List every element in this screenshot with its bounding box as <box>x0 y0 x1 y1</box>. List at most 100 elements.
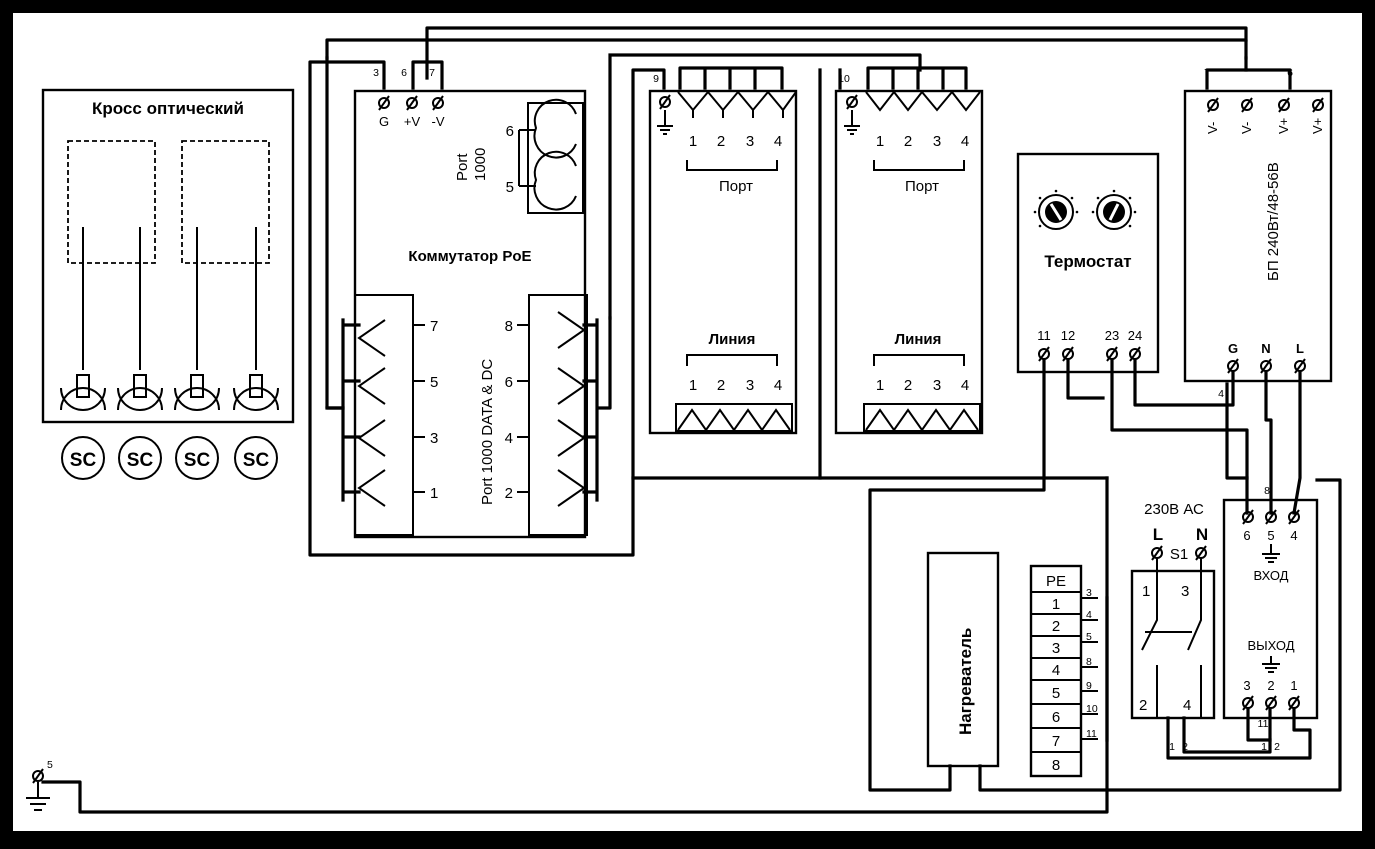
svg-text:ВХОД: ВХОД <box>1254 568 1289 583</box>
port-1000-label-number: 1000 <box>472 148 489 181</box>
breaker-s1: 230В АС L N S1 1 3 2 4 1 2 <box>1130 501 1216 753</box>
svg-text:1: 1 <box>876 133 884 150</box>
svg-text:24: 24 <box>1128 328 1142 343</box>
svg-text:2: 2 <box>717 377 725 394</box>
svg-text:11: 11 <box>1086 728 1097 740</box>
svg-text:7: 7 <box>429 67 435 79</box>
svg-text:11: 11 <box>1037 328 1051 343</box>
svg-text:1: 1 <box>1261 741 1267 753</box>
svg-text:2: 2 <box>1274 741 1280 753</box>
svg-text:9: 9 <box>1086 680 1092 692</box>
svg-text:2: 2 <box>1267 678 1274 693</box>
ground-terminal: 5 <box>26 759 53 811</box>
svg-text:23: 23 <box>1105 328 1119 343</box>
svg-text:3: 3 <box>1243 678 1250 693</box>
svg-text:1: 1 <box>876 377 884 394</box>
svg-text:10: 10 <box>1086 703 1098 715</box>
svg-text:10: 10 <box>838 73 850 85</box>
svg-text:V-: V- <box>1205 122 1220 134</box>
thermostat: Термостат 11 12 23 24 <box>1016 152 1160 374</box>
svg-text:6: 6 <box>506 123 514 140</box>
data-dc-label: Port 1000 DATA & DC <box>479 359 496 505</box>
svg-text:4: 4 <box>961 377 969 394</box>
svg-text:11: 11 <box>1258 718 1269 730</box>
poe-switch: G +V -V 3 6 7 6 5 Port 1000 Коммутатор P… <box>353 67 588 539</box>
svg-text:3: 3 <box>373 67 379 79</box>
sc-connector-label: SC <box>243 450 270 471</box>
svg-text:4: 4 <box>1218 388 1224 400</box>
svg-text:V+: V+ <box>1310 118 1325 134</box>
svg-text:1: 1 <box>689 377 697 394</box>
power-supply: 7 6 V- V- V+ V+ БП 240Вт/48-56В G N L 4 <box>1183 67 1333 400</box>
svg-text:7: 7 <box>430 318 438 335</box>
terminal-block: PE 1 2 3 4 5 6 7 8 3 4 5 8 9 10 11 <box>1029 564 1098 778</box>
svg-text:2: 2 <box>1052 618 1060 635</box>
poe-right-jacks: 8 6 4 2 <box>505 294 588 536</box>
svg-text:5: 5 <box>1267 528 1274 543</box>
svg-text:6: 6 <box>1243 528 1250 543</box>
svg-text:ВЫХОД: ВЫХОД <box>1247 638 1294 653</box>
svg-text:3: 3 <box>933 377 941 394</box>
svg-text:3: 3 <box>746 377 754 394</box>
svg-text:4: 4 <box>1052 662 1060 679</box>
wires <box>41 26 1342 814</box>
svg-text:3: 3 <box>1052 640 1060 657</box>
svg-text:2: 2 <box>904 377 912 394</box>
svg-text:3: 3 <box>1086 587 1092 599</box>
svg-text:4: 4 <box>774 133 782 150</box>
svg-text:G: G <box>379 114 389 129</box>
psu-title: БП 240Вт/48-56В <box>1265 162 1282 281</box>
sc-connector-label: SC <box>127 450 154 471</box>
svg-text:1: 1 <box>689 133 697 150</box>
svg-text:1: 1 <box>1052 596 1060 613</box>
svg-text:4: 4 <box>505 430 513 447</box>
svg-text:4: 4 <box>1183 697 1191 714</box>
optical-cross-title: Кросс оптический <box>92 99 244 118</box>
port-1000-label: Port <box>454 153 471 181</box>
svg-text:8: 8 <box>1086 656 1092 668</box>
svg-text:L: L <box>1296 341 1304 356</box>
svg-text:3: 3 <box>933 133 941 150</box>
svg-text:8: 8 <box>505 318 513 335</box>
poe-left-jacks: 7 5 3 1 <box>354 294 438 536</box>
svg-text:1: 1 <box>430 485 438 502</box>
svg-text:Порт: Порт <box>719 178 753 195</box>
svg-text:4: 4 <box>1086 609 1092 621</box>
surge-filter: 8 6 5 4 ВХОД ВЫХОД 3 2 1 11 1 2 <box>1222 485 1319 753</box>
svg-text:5: 5 <box>1052 685 1060 702</box>
svg-text:S1: S1 <box>1170 546 1188 563</box>
sc-connector-label: SC <box>184 450 211 471</box>
poe-switch-title: Коммутатор PoE <box>408 248 531 265</box>
sc-connectors: SC SC SC SC <box>60 374 279 480</box>
svg-text:6: 6 <box>505 374 513 391</box>
svg-text:N: N <box>1261 341 1270 356</box>
svg-text:2: 2 <box>717 133 725 150</box>
optical-cross: Кросс оптический SC SC <box>41 88 295 480</box>
svg-text:6: 6 <box>1052 709 1060 726</box>
svg-text:1: 1 <box>1169 741 1175 753</box>
svg-text:3: 3 <box>1181 583 1189 600</box>
thermostat-dial-icon <box>1033 189 1079 230</box>
ac-label: 230В АС <box>1144 501 1204 518</box>
svg-text:8: 8 <box>1264 485 1270 497</box>
sc-connector-label: SC <box>70 450 97 471</box>
poe-top-terminals: G +V -V 3 6 7 <box>373 67 445 129</box>
svg-text:3: 3 <box>430 430 438 447</box>
svg-text:N: N <box>1196 525 1208 544</box>
svg-text:5: 5 <box>430 374 438 391</box>
svg-text:V-: V- <box>1239 122 1254 134</box>
svg-text:5: 5 <box>47 759 53 771</box>
svg-text:2: 2 <box>1139 697 1147 714</box>
svg-text:G: G <box>1228 341 1238 356</box>
svg-text:7: 7 <box>1052 733 1060 750</box>
svg-text:L: L <box>1153 525 1163 544</box>
svg-text:5: 5 <box>1086 631 1092 643</box>
thermostat-title: Термостат <box>1044 252 1131 271</box>
svg-text:8: 8 <box>1052 757 1060 774</box>
heater: Нагреватель <box>926 551 1000 768</box>
svg-text:5: 5 <box>506 179 514 196</box>
svg-text:2: 2 <box>505 485 513 502</box>
svg-text:4: 4 <box>774 377 782 394</box>
svg-text:+V: +V <box>404 114 421 129</box>
